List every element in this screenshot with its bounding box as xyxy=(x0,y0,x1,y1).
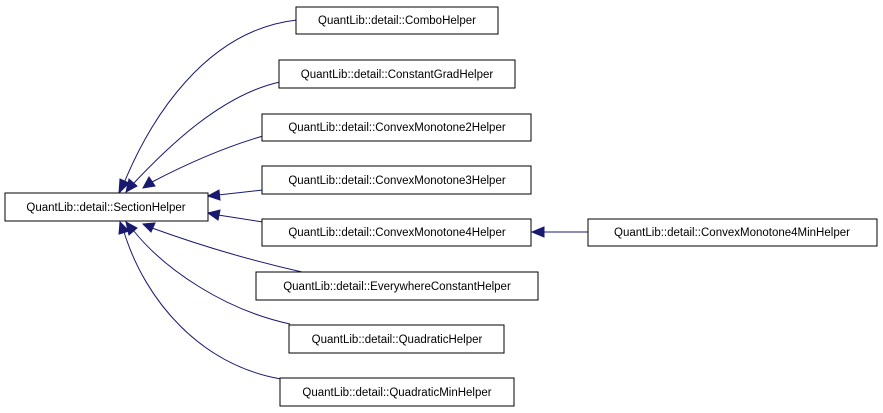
node-label-convex-monotone2-helper: QuantLib::detail::ConvexMonotone2Helper xyxy=(288,122,506,134)
node-constant-grad-helper[interactable]: QuantLib::detail::ConstantGradHelper xyxy=(278,59,516,89)
edge-quadmin-to-section xyxy=(123,231,282,380)
node-label-quadratic-min-helper: QuantLib::detail::QuadraticMinHelper xyxy=(302,387,491,399)
node-label-everywhere-constant-helper: QuantLib::detail::EverywhereConstantHelp… xyxy=(283,281,511,293)
arrowhead-constgrad xyxy=(125,178,138,193)
arrowhead-everywhere xyxy=(141,222,156,233)
arrowhead-quadmin xyxy=(118,220,130,235)
arrowhead-combo xyxy=(118,178,130,195)
arrowhead-cm3 xyxy=(206,189,221,201)
arrowhead-cm4min xyxy=(530,226,545,238)
node-quadratic-helper[interactable]: QuantLib::detail::QuadraticHelper xyxy=(288,324,505,354)
arrowhead-quadratic xyxy=(125,221,138,236)
node-quadratic-min-helper[interactable]: QuantLib::detail::QuadraticMinHelper xyxy=(279,377,515,407)
node-label-constant-grad-helper: QuantLib::detail::ConstantGradHelper xyxy=(301,69,494,81)
node-section-helper[interactable]: QuantLib::detail::SectionHelper xyxy=(4,192,209,222)
node-label-combo-helper: QuantLib::detail::ComboHelper xyxy=(318,15,476,27)
node-convex-monotone2-helper[interactable]: QuantLib::detail::ConvexMonotone2Helper xyxy=(261,113,532,142)
edge-constgrad-to-section xyxy=(132,81,281,185)
edge-quadratic-to-section xyxy=(132,229,291,325)
node-convex-monotone4-helper[interactable]: QuantLib::detail::ConvexMonotone4Helper xyxy=(261,218,532,247)
node-combo-helper[interactable]: QuantLib::detail::ComboHelper xyxy=(295,6,499,35)
node-label-convex-monotone4-min-helper: QuantLib::detail::ConvexMonotone4MinHelp… xyxy=(614,227,850,239)
arrowhead-cm2 xyxy=(142,176,156,189)
edge-combo-to-section xyxy=(123,19,298,184)
node-convex-monotone3-helper[interactable]: QuantLib::detail::ConvexMonotone3Helper xyxy=(261,165,532,195)
node-label-quadratic-helper: QuantLib::detail::QuadraticHelper xyxy=(312,334,483,346)
arrowhead-cm4 xyxy=(206,209,221,221)
inheritance-edges xyxy=(118,19,588,380)
edge-everywhere-to-section xyxy=(151,227,303,273)
edge-cm2-to-section xyxy=(151,135,264,183)
edge-cm3-to-section xyxy=(217,189,264,196)
node-label-convex-monotone3-helper: QuantLib::detail::ConvexMonotone3Helper xyxy=(288,175,506,187)
class-nodes: QuantLib::detail::SectionHelper QuantLib… xyxy=(4,6,878,407)
node-label-section-helper: QuantLib::detail::SectionHelper xyxy=(26,202,185,214)
edge-cm4-to-section xyxy=(217,214,264,223)
node-convex-monotone4-min-helper[interactable]: QuantLib::detail::ConvexMonotone4MinHelp… xyxy=(587,218,878,247)
node-label-convex-monotone4-helper: QuantLib::detail::ConvexMonotone4Helper xyxy=(288,227,506,239)
node-everywhere-constant-helper[interactable]: QuantLib::detail::EverywhereConstantHelp… xyxy=(255,271,539,301)
